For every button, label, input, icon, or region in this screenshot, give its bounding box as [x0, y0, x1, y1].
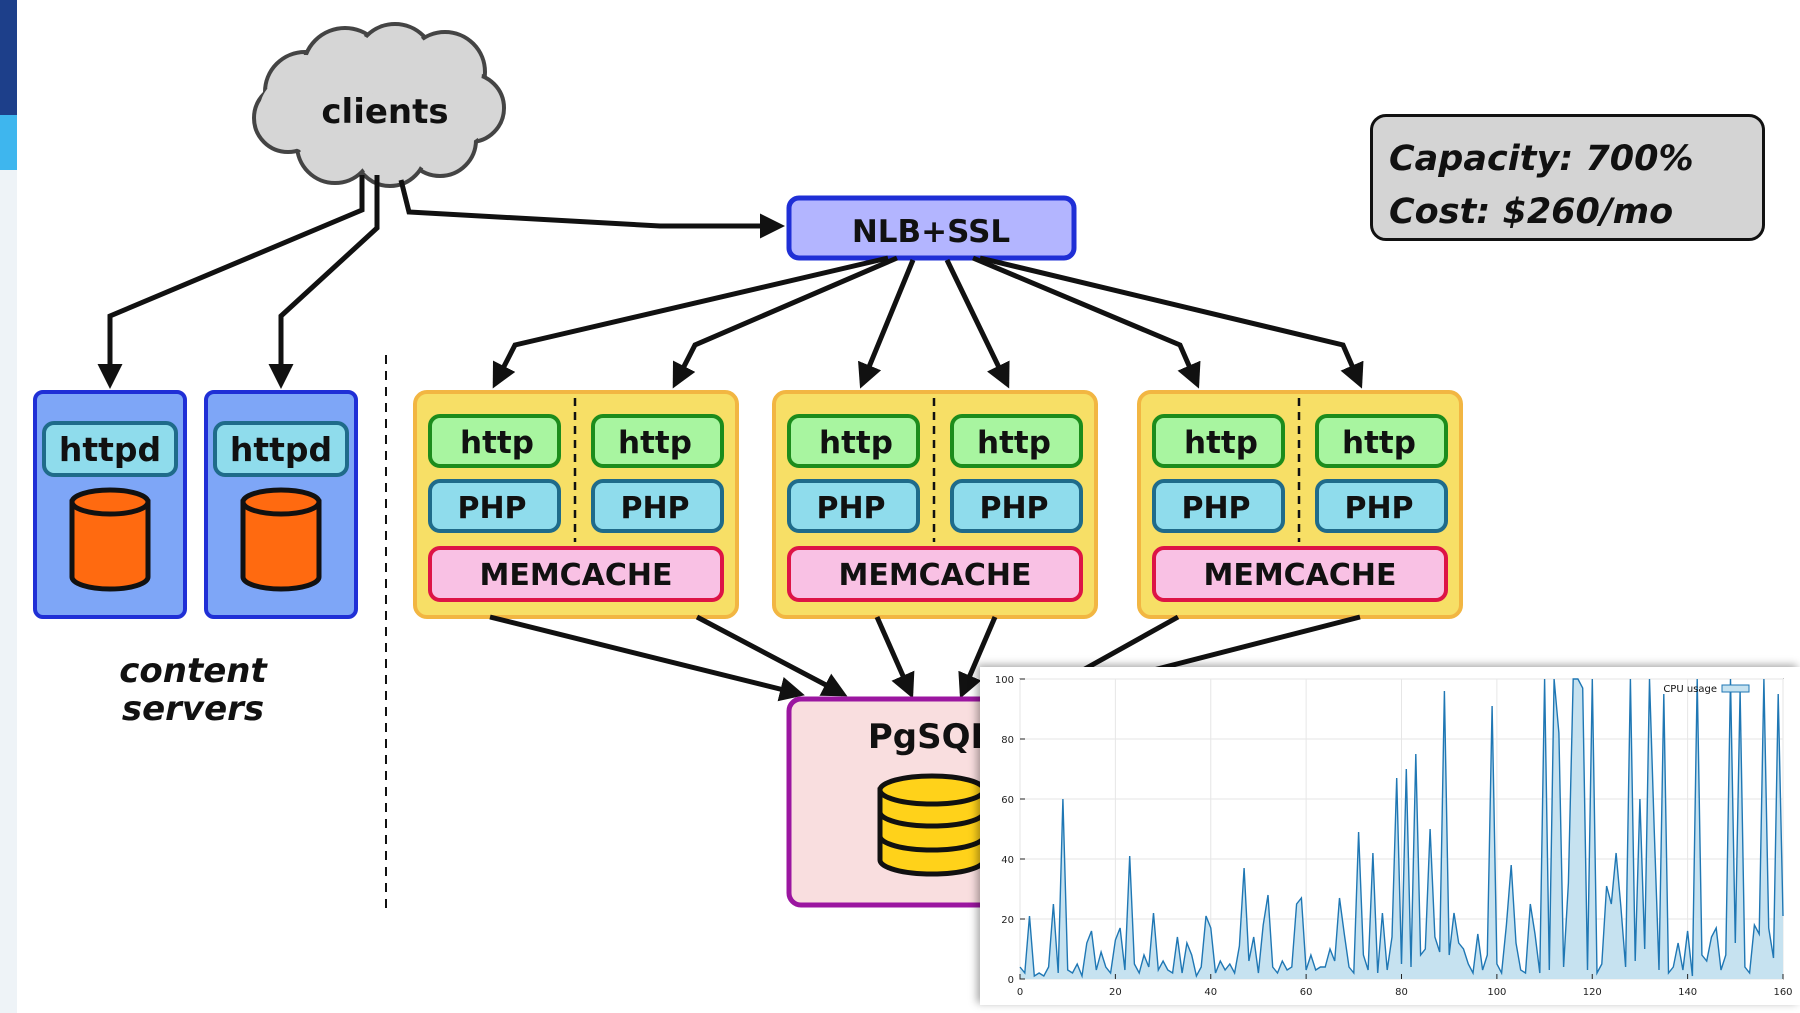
content-servers-caption-line1: content — [119, 651, 268, 691]
php-label: PHP — [816, 491, 885, 526]
legend-swatch — [1721, 684, 1750, 693]
http-label: http — [460, 425, 534, 461]
capacity-text: Capacity: 700% — [1389, 139, 1694, 179]
arrow-nlb-to-http-4 — [944, 258, 1010, 389]
axis-ticks: 0 20 40 60 80 100 120 140 160 0 20 40 60 80 100 — [995, 675, 1793, 998]
app-group-3: http http PHP PHP MEMCACHE — [1137, 390, 1463, 619]
arrow-clients-to-nlb — [398, 179, 785, 239]
chart-legend: CPU usage — [1663, 684, 1750, 695]
arrow-memcache1-to-db-a — [489, 614, 805, 702]
y-tick-label: 0 — [1008, 975, 1014, 986]
left-bar-light-segment — [0, 115, 17, 170]
arrow-nlb-to-http-6 — [979, 255, 1364, 389]
storage-cylinder-icon — [243, 490, 319, 589]
app-group-1: http http PHP PHP MEMCACHE — [413, 390, 739, 619]
http-label: http — [1184, 425, 1258, 461]
cpu-usage-chart: 0 20 40 60 80 100 120 140 160 0 20 40 60 80 100 CPU us… — [980, 667, 1800, 1005]
nlb-ssl-label: NLB+SSL — [852, 214, 1010, 250]
x-tick-label: 140 — [1678, 987, 1697, 998]
left-bar-dark-segment — [0, 0, 17, 115]
content-servers-caption-line2: servers — [122, 689, 264, 729]
y-tick-label: 60 — [1001, 795, 1014, 806]
nlb-arrows — [492, 255, 1364, 389]
arrow-memcache1-to-db-b — [695, 614, 848, 697]
x-tick-label: 0 — [1017, 987, 1023, 998]
y-tick-label: 100 — [995, 675, 1014, 686]
y-tick-label: 20 — [1001, 915, 1014, 926]
arrow-nlb-to-http-2 — [672, 255, 898, 389]
arrow-memcache2-to-db-b — [958, 616, 998, 699]
client-arrows — [97, 175, 785, 389]
httpd-label-1: httpd — [59, 430, 161, 469]
clients-cloud: clients — [252, 22, 506, 188]
arrow-clients-to-httpd-2 — [268, 175, 380, 389]
arrow-nlb-to-http-5 — [972, 255, 1201, 389]
app-group-2: http http PHP PHP MEMCACHE — [772, 390, 1098, 619]
httpd-label-2: httpd — [230, 430, 332, 469]
x-tick-label: 20 — [1109, 987, 1122, 998]
httpd-server-2: httpd — [204, 390, 358, 619]
x-tick-label: 80 — [1395, 987, 1408, 998]
php-label: PHP — [457, 491, 526, 526]
x-tick-label: 160 — [1773, 987, 1792, 998]
y-tick-label: 80 — [1001, 735, 1014, 746]
memcache-label: MEMCACHE — [479, 558, 672, 593]
x-tick-label: 100 — [1487, 987, 1506, 998]
x-tick-label: 120 — [1583, 987, 1602, 998]
php-label: PHP — [979, 491, 1048, 526]
storage-cylinder-icon — [72, 490, 148, 589]
clients-label: clients — [321, 92, 448, 132]
http-label: http — [1342, 425, 1416, 461]
slide-left-bar — [0, 0, 17, 1013]
nlb-ssl-box: NLB+SSL — [786, 195, 1077, 261]
cpu-usage-line — [1019, 678, 1784, 979]
cost-text: Cost: $260/mo — [1389, 192, 1674, 232]
x-tick-label: 60 — [1300, 987, 1313, 998]
http-label: http — [819, 425, 893, 461]
cpu-usage-area — [1020, 679, 1783, 979]
memcache-label: MEMCACHE — [1203, 558, 1396, 593]
php-label: PHP — [620, 491, 689, 526]
pgsql-label: PgSQL — [868, 717, 992, 757]
php-label: PHP — [1344, 491, 1413, 526]
php-label: PHP — [1181, 491, 1250, 526]
stats-box: Capacity: 700% Cost: $260/mo — [1370, 114, 1765, 241]
x-tick-label: 40 — [1204, 987, 1217, 998]
database-icon — [877, 773, 987, 877]
http-label: http — [618, 425, 692, 461]
http-label: http — [977, 425, 1051, 461]
legend-label: CPU usage — [1663, 684, 1717, 695]
arrow-nlb-to-http-3 — [858, 259, 916, 389]
arrow-clients-to-httpd-1 — [97, 175, 365, 389]
httpd-server-1: httpd — [33, 390, 187, 619]
arrow-memcache2-to-db-a — [874, 615, 915, 699]
y-tick-label: 40 — [1001, 855, 1014, 866]
arrow-nlb-to-http-1 — [492, 255, 889, 389]
memcache-label: MEMCACHE — [838, 558, 1031, 593]
